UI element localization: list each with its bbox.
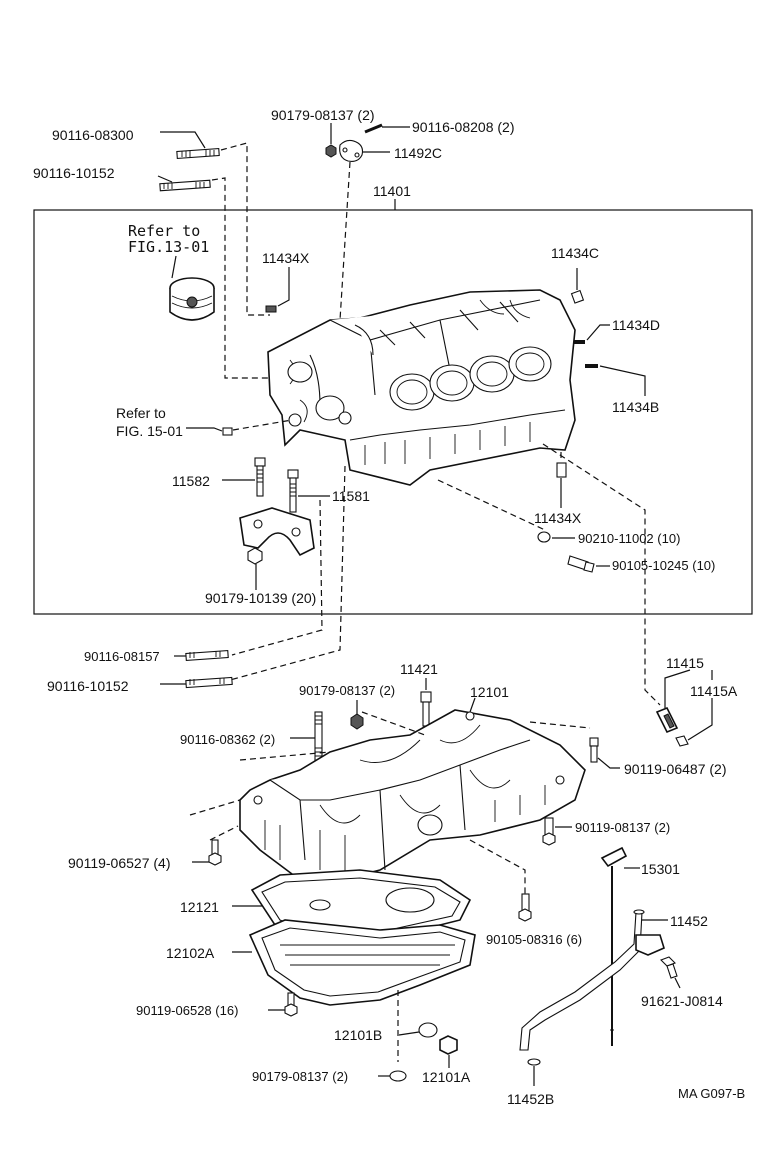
oil-pan-lower-drawing xyxy=(248,919,476,1006)
label-90210-11002: 90210-11002 (10) xyxy=(578,531,680,546)
label-90116-10152-top: 90116-10152 xyxy=(33,165,115,181)
bolt-icon xyxy=(284,992,298,1017)
part-labels: 90179-08137 (2) 90116-08208 (2) 90116-08… xyxy=(33,107,745,1107)
label-11452b: 11452B xyxy=(507,1091,554,1107)
washer-icon xyxy=(537,531,551,543)
bolt-icon xyxy=(287,469,299,513)
label-90105-10245: 90105-10245 (10) xyxy=(612,558,715,573)
label-90116-08300: 90116-08300 xyxy=(52,127,134,143)
label-91621-j0814: 91621-J0814 xyxy=(641,993,723,1009)
label-11415a: 11415A xyxy=(690,683,738,699)
label-11492c: 11492C xyxy=(394,145,442,161)
label-refer-fig13-line2: FIG.13-01 xyxy=(128,238,209,256)
pin-icon xyxy=(265,305,277,313)
label-11452: 11452 xyxy=(670,913,708,929)
figure-code: MA G097-B xyxy=(678,1086,745,1101)
bolt-icon xyxy=(567,555,595,573)
label-11434c: 11434C xyxy=(551,245,599,261)
label-refer-fig15-line1: Refer to xyxy=(116,405,166,421)
label-refer-fig15-line2: FIG. 15-01 xyxy=(116,423,183,439)
label-90119-06527: 90119-06527 (4) xyxy=(68,855,170,871)
o-ring-icon xyxy=(527,1058,541,1066)
label-12101a: 12101A xyxy=(422,1069,471,1085)
nut-icon xyxy=(247,547,263,565)
label-12102a: 12102A xyxy=(166,945,215,961)
stud-icon xyxy=(159,179,211,192)
pin-icon xyxy=(570,289,585,304)
oil-pan-upper-drawing xyxy=(239,709,586,881)
bearing-cap-icon xyxy=(239,507,315,557)
label-90116-08157: 90116-08157 xyxy=(84,649,160,664)
dipstick-icon xyxy=(600,846,628,1046)
piston-icon xyxy=(169,255,215,321)
label-90116-08208: 90116-08208 (2) xyxy=(412,119,514,135)
oil-level-sensor-icon xyxy=(655,706,689,747)
label-90119-06487: 90119-06487 (2) xyxy=(624,761,726,777)
label-11415: 11415 xyxy=(666,655,704,671)
gasket-icon xyxy=(418,1022,438,1038)
bolt-icon xyxy=(208,839,222,866)
label-11401: 11401 xyxy=(373,183,411,199)
label-90116-08362: 90116-08362 (2) xyxy=(180,732,275,747)
label-11434d: 11434D xyxy=(612,317,660,333)
bolt-icon xyxy=(420,691,432,727)
label-12121: 12121 xyxy=(180,899,219,915)
top-small-parts xyxy=(157,123,410,379)
bolt-icon xyxy=(589,737,599,763)
label-12101: 12101 xyxy=(470,684,509,700)
dipstick-guide-icon xyxy=(519,909,665,1051)
label-11434x-top: 11434X xyxy=(262,250,310,266)
label-11434x-bottom: 11434X xyxy=(534,510,582,526)
label-refer-fig13-line1: Refer to xyxy=(128,222,200,240)
label-90179-08137-mid: 90179-08137 (2) xyxy=(299,683,395,698)
label-90119-06528: 90119-06528 (16) xyxy=(136,1003,238,1018)
label-90119-08137: 90119-08137 (2) xyxy=(575,820,670,835)
label-90179-08137-top: 90179-08137 (2) xyxy=(271,107,375,123)
plug-icon xyxy=(222,427,233,436)
label-90179-10139: 90179-10139 (20) xyxy=(205,590,316,606)
drain-plug-icon xyxy=(439,1035,458,1055)
label-11434b: 11434B xyxy=(612,399,659,415)
stud-icon xyxy=(176,147,220,160)
cylinder-block-drawing xyxy=(267,289,576,486)
gasket-icon xyxy=(389,1070,407,1082)
bolt-icon xyxy=(660,956,678,979)
stud-icon xyxy=(185,649,229,662)
label-11421: 11421 xyxy=(400,661,438,677)
label-15301: 15301 xyxy=(641,861,680,877)
pin-icon xyxy=(556,462,567,478)
cylinder-block-assembly-frame xyxy=(33,209,753,615)
stud-icon xyxy=(185,676,233,689)
label-12101b: 12101B xyxy=(334,1027,382,1043)
bolt-icon xyxy=(542,817,556,846)
label-90105-08316: 90105-08316 (6) xyxy=(486,932,582,947)
label-11581: 11581 xyxy=(332,488,370,504)
label-90116-10152-bottom: 90116-10152 xyxy=(47,678,129,694)
label-11582: 11582 xyxy=(172,473,210,489)
stud-icon xyxy=(314,711,323,763)
bolt-icon xyxy=(518,893,532,922)
bolt-icon xyxy=(254,457,266,497)
label-90179-08137-bottom: 90179-08137 (2) xyxy=(252,1069,348,1084)
nut-icon xyxy=(350,713,364,730)
